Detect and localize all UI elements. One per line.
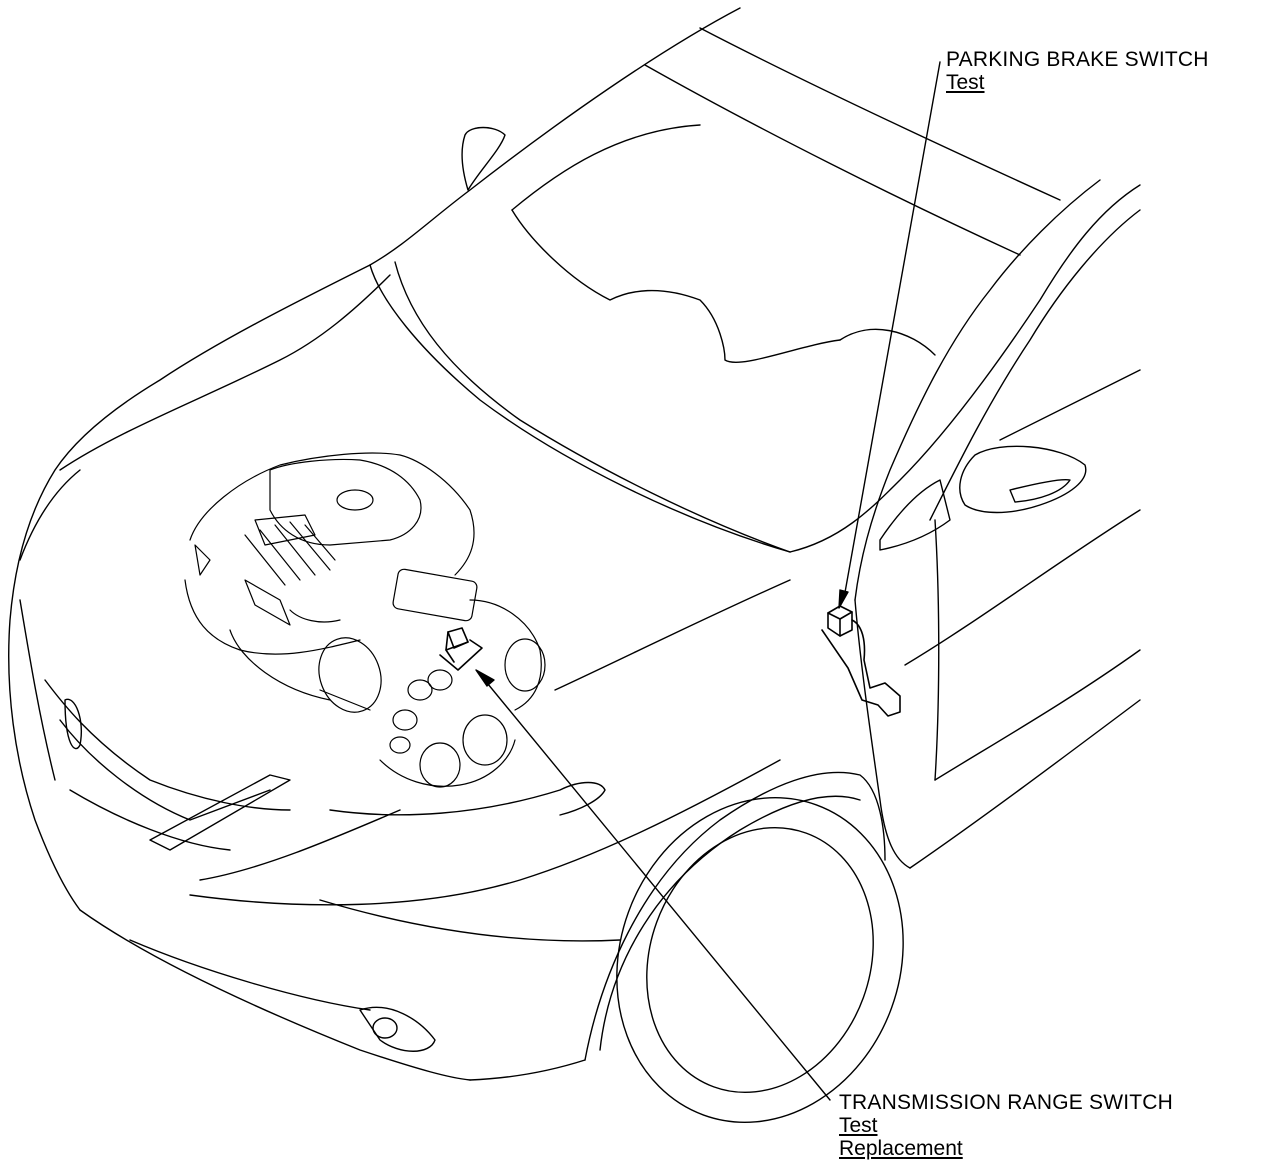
- transmission-range-switch-replacement-link[interactable]: Replacement: [839, 1137, 963, 1160]
- transmission-range-switch-part: [439, 627, 483, 671]
- parking-brake-switch-test-link[interactable]: Test: [946, 71, 985, 94]
- engine-phantom: [184, 452, 546, 788]
- parking-brake-arrowhead: [838, 589, 849, 609]
- transmission-range-switch-callout: TRANSMISSION RANGE SWITCH Test Replaceme…: [839, 1091, 1173, 1160]
- transmission-leader: [482, 677, 831, 1101]
- car-body: [8, 7, 1141, 1123]
- parking-brake-switch-title: PARKING BRAKE SWITCH: [946, 48, 1209, 71]
- parking-brake-switch-callout: PARKING BRAKE SWITCH Test: [946, 48, 1209, 94]
- transmission-range-switch-title: TRANSMISSION RANGE SWITCH: [839, 1091, 1174, 1114]
- transmission-arrowhead: [475, 669, 495, 687]
- leader-lines: [475, 61, 941, 1101]
- transmission-range-switch-test-link[interactable]: Test: [839, 1114, 878, 1137]
- parking-brake-leader: [843, 61, 941, 599]
